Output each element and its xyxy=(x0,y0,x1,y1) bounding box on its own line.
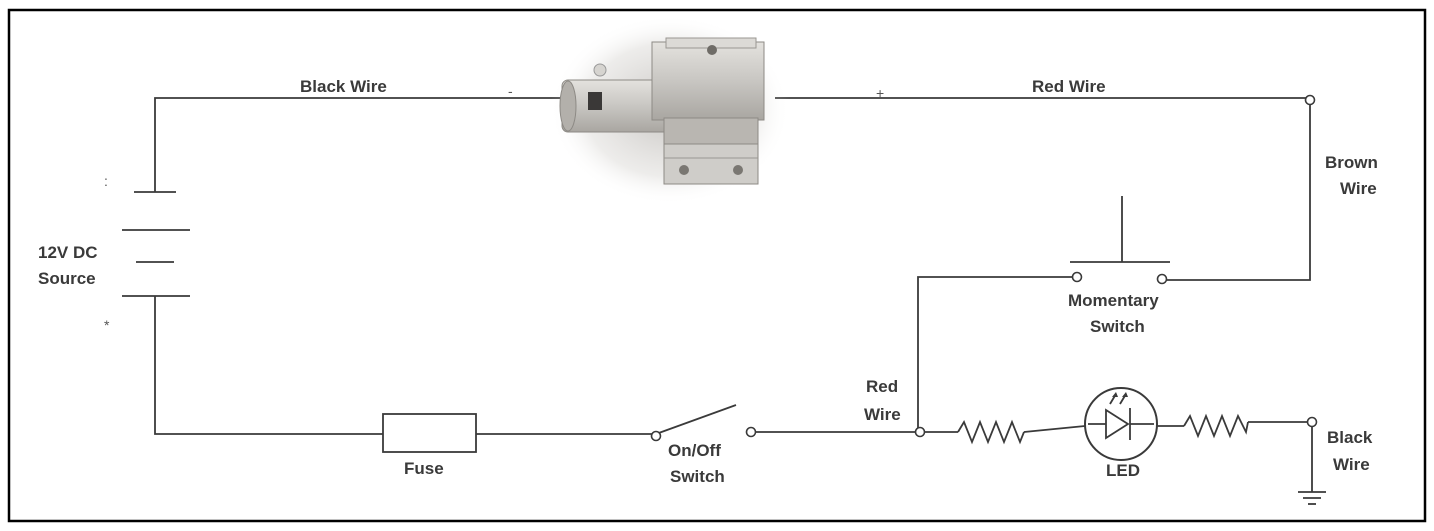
label-black-wire-right-line2: Wire xyxy=(1333,455,1370,474)
solenoid-device xyxy=(550,15,790,205)
label-red-wire-mid-line1: Red xyxy=(866,377,898,396)
red-wire-mid xyxy=(917,276,1073,428)
on-off-switch-symbol xyxy=(650,404,757,442)
terminal-top-right xyxy=(1304,94,1316,106)
resistor-right xyxy=(1183,413,1249,439)
terminal-node xyxy=(914,426,926,438)
resistor-left xyxy=(957,419,1025,445)
terminal-bottom-right xyxy=(1306,416,1318,428)
wire-resistor-led xyxy=(1023,425,1086,433)
label-minus-sign: - xyxy=(508,83,513,99)
battery-symbol xyxy=(122,191,190,297)
fuse-symbol xyxy=(382,413,477,453)
label-black-wire-top: Black Wire xyxy=(300,77,387,96)
label-brown-wire-line2: Wire xyxy=(1340,179,1377,198)
label-switch-line1: On/Off xyxy=(668,441,721,460)
led-symbol xyxy=(1084,387,1158,461)
label-black-wire-right-line1: Black xyxy=(1327,428,1373,447)
label-momentary-line2: Switch xyxy=(1090,317,1145,336)
black-wire-top xyxy=(154,97,565,192)
ground-symbol xyxy=(1298,491,1326,505)
label-switch-line2: Switch xyxy=(670,467,725,486)
label-source-plus: * xyxy=(104,317,110,333)
brown-wire xyxy=(1166,104,1311,281)
label-source-minus: : xyxy=(104,173,108,189)
label-source-line1: 12V DC xyxy=(38,243,98,262)
label-brown-wire-line1: Brown xyxy=(1325,153,1378,172)
label-plus-sign: + xyxy=(876,85,884,101)
label-source-line2: Source xyxy=(38,269,96,288)
label-fuse: Fuse xyxy=(404,459,444,478)
label-red-wire-top: Red Wire xyxy=(1032,77,1106,96)
label-momentary-line1: Momentary xyxy=(1068,291,1159,310)
diagram-border xyxy=(7,8,1427,523)
label-red-wire-mid-line2: Wire xyxy=(864,405,901,424)
wire-to-fuse xyxy=(154,296,383,435)
momentary-switch-symbol xyxy=(1070,196,1170,285)
label-led: LED xyxy=(1106,461,1140,480)
